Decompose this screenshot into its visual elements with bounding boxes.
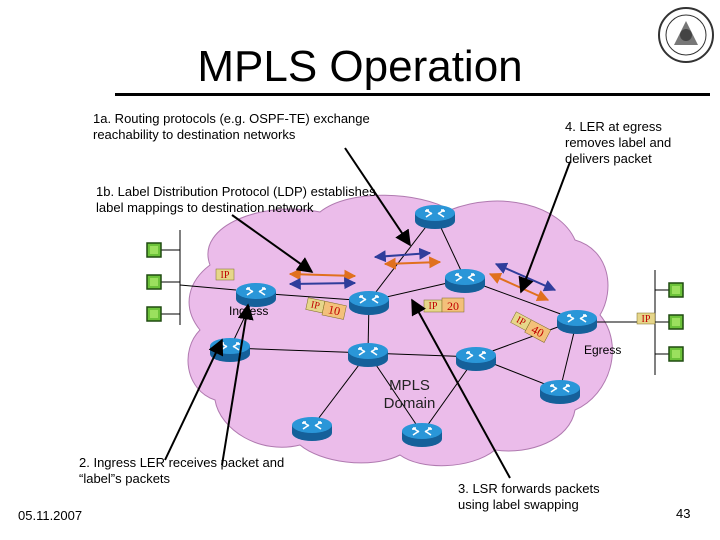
router-icon <box>414 204 456 230</box>
note-4-egress: 4. LER at egress removes label and deliv… <box>565 119 672 166</box>
footer-date: 05.11.2007 <box>18 508 83 523</box>
ip-tag: IP <box>221 270 230 281</box>
label-value: 10 <box>327 302 342 318</box>
router-icon <box>348 290 390 316</box>
ip-tag: IP <box>642 314 651 325</box>
packet-label-20: IP 20 <box>423 297 465 313</box>
router-icon <box>455 346 497 372</box>
host-icon <box>146 306 162 322</box>
university-seal-logo <box>658 7 714 63</box>
ingress-label: Ingress <box>229 304 269 318</box>
egress-label: Egress <box>584 343 622 357</box>
packet-egress-ip: IP <box>636 312 656 325</box>
note-2-ingress: 2. Ingress LER receives packet and “labe… <box>79 455 285 486</box>
router-icon <box>347 342 389 368</box>
note-1b-ldp: 1b. Label Distribution Protocol (LDP) es… <box>96 184 376 215</box>
egress-router-icon <box>556 309 598 335</box>
mpls-domain-label: MPLS Domain <box>372 377 447 413</box>
callout-arrows <box>164 147 571 479</box>
host-icon <box>146 242 162 258</box>
host-icon <box>668 346 684 362</box>
router-icon <box>539 379 581 405</box>
router-icon <box>444 268 486 294</box>
label-value: 20 <box>447 299 459 313</box>
note-3-lsr: 3. LSR forwards packets using label swap… <box>458 481 600 512</box>
domain-label-line2: Domain <box>383 395 436 412</box>
mpls-domain-cloud <box>187 194 613 467</box>
router-icon <box>401 422 443 448</box>
host-icon <box>668 314 684 330</box>
router-icon <box>291 416 333 442</box>
title-underline <box>115 93 710 96</box>
slide-title: MPLS Operation <box>197 42 523 91</box>
note-1a-routing: 1a. Routing protocols (e.g. OSPF-TE) exc… <box>93 111 370 142</box>
page-number: 43 <box>676 506 691 521</box>
label-value: 40 <box>529 322 546 340</box>
domain-label-line1: MPLS <box>389 377 430 394</box>
ip-tag: IP <box>429 301 438 312</box>
host-icon <box>668 282 684 298</box>
ip-tag: IP <box>310 299 321 312</box>
router-icon <box>209 337 251 363</box>
packet-ip-only: IP <box>215 268 235 281</box>
packet-label-10: IP 10 <box>305 297 347 320</box>
packet-label-40: IP 40 <box>510 311 552 343</box>
host-icon <box>146 274 162 290</box>
